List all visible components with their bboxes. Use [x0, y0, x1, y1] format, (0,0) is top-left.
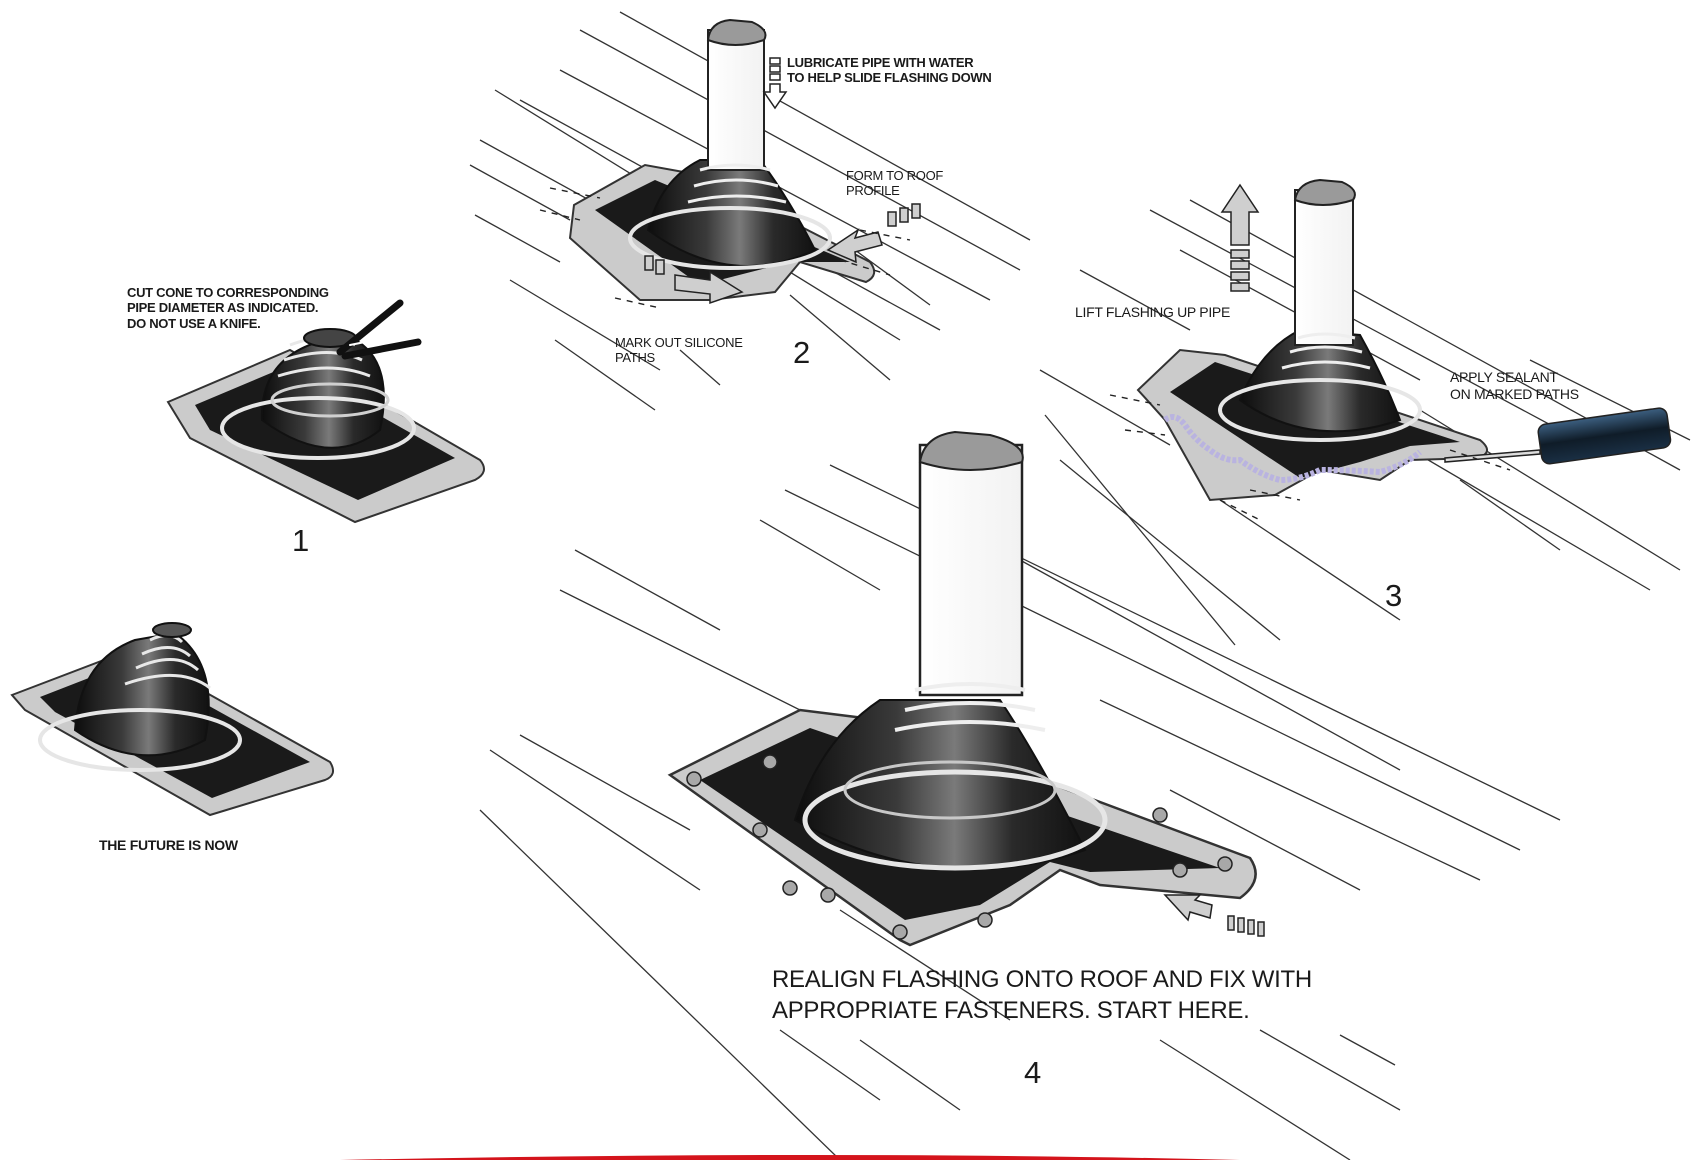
cut-cone-label: CUT CONE TO CORRESPONDING PIPE DIAMETER … [127, 285, 329, 331]
step-number-4: 4 [1024, 1055, 1042, 1090]
down-arrow-icon [762, 57, 788, 110]
scissors-icon [336, 299, 422, 360]
lubricate-label: LUBRICATE PIPE WITH WATER TO HELP SLIDE … [787, 55, 992, 86]
lift-flashing-label: LIFT FLASHING UP PIPE [1075, 304, 1231, 320]
sealant-bead [1163, 413, 1422, 484]
right-arrow-icon [644, 255, 744, 305]
flashing-step-3 [1109, 178, 1672, 521]
sealant-tube [1444, 407, 1672, 465]
future-label: THE FUTURE IS NOW [99, 837, 238, 853]
red-banner-edge [340, 1155, 1240, 1160]
flashing-finished [10, 622, 335, 817]
up-arrow-icon [1220, 183, 1260, 292]
fastener-icon [686, 754, 1233, 940]
step-number-2: 2 [793, 335, 811, 370]
flashing-step-2 [539, 18, 921, 309]
left-arrow-icon [826, 203, 921, 264]
realign-label: REALIGN FLASHING ONTO ROOF AND FIX WITH … [772, 966, 1312, 1024]
flashing-step-4 [667, 430, 1265, 947]
flashing-step-1 [166, 299, 485, 524]
left-arrow-icon [1163, 894, 1265, 937]
step-number-1: 1 [292, 523, 310, 558]
mark-silicone-label: MARK OUT SILICONE PATHS [615, 335, 743, 366]
step-number-3: 3 [1385, 578, 1403, 613]
form-roof-label: FORM TO ROOF PROFILE [846, 168, 944, 199]
apply-sealant-label: APPLY SEALANT ON MARKED PATHS [1450, 369, 1579, 402]
